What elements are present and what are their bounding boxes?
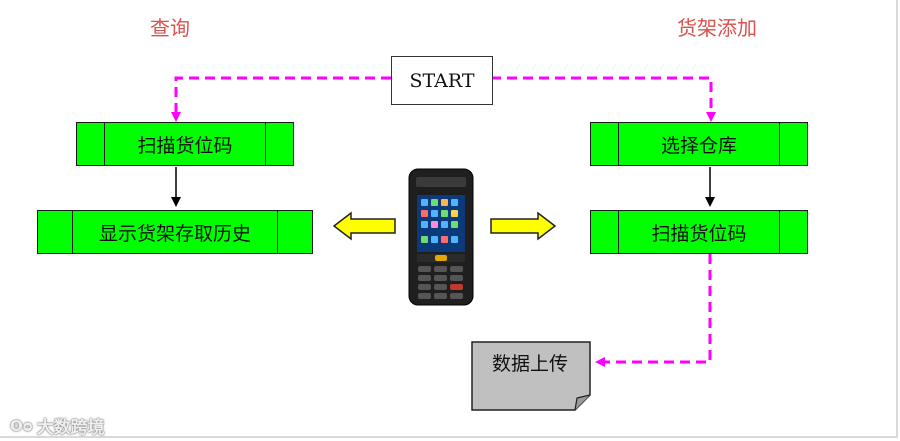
left-yellow-arrow <box>332 211 396 241</box>
process-left-bar <box>38 211 73 253</box>
shelf-add-title: 货架添加 <box>677 16 757 40</box>
select-warehouse-box: 选择仓库 <box>590 122 808 166</box>
shelf-history-box: 显示货架存取历史 <box>37 210 313 254</box>
watermark-text: 大数跨境 <box>36 418 105 438</box>
data-upload-document <box>471 341 591 411</box>
watermark: ʘᴑ 大数跨境 <box>10 413 105 439</box>
right-scan-location-label: 扫描货位码 <box>651 222 747 245</box>
data-upload-label: 数据上传 <box>491 353 568 375</box>
start-to-left-connector <box>171 76 391 122</box>
process-right-bar <box>277 211 312 253</box>
upload-connector <box>595 254 712 367</box>
process-right-bar <box>779 123 807 165</box>
watermark-logo-icon: ʘᴑ <box>10 416 33 435</box>
process-left-bar <box>591 123 619 165</box>
query-title: 查询 <box>150 16 190 40</box>
left-scan-location-label: 扫描货位码 <box>137 134 233 157</box>
start-node: START <box>391 56 493 105</box>
start-to-right-connector <box>491 76 716 122</box>
select-warehouse-label: 选择仓库 <box>660 134 737 157</box>
shelf-history-label: 显示货架存取历史 <box>98 222 251 245</box>
handheld-scanner-icon <box>408 168 474 306</box>
right-yellow-arrow <box>490 211 557 241</box>
left-scan-location-box: 扫描货位码 <box>76 122 294 166</box>
process-left-bar <box>77 123 105 165</box>
process-left-bar <box>591 211 619 253</box>
right-scan-location-box: 扫描货位码 <box>590 210 808 254</box>
process-right-bar <box>265 123 293 165</box>
process-right-bar <box>779 211 807 253</box>
